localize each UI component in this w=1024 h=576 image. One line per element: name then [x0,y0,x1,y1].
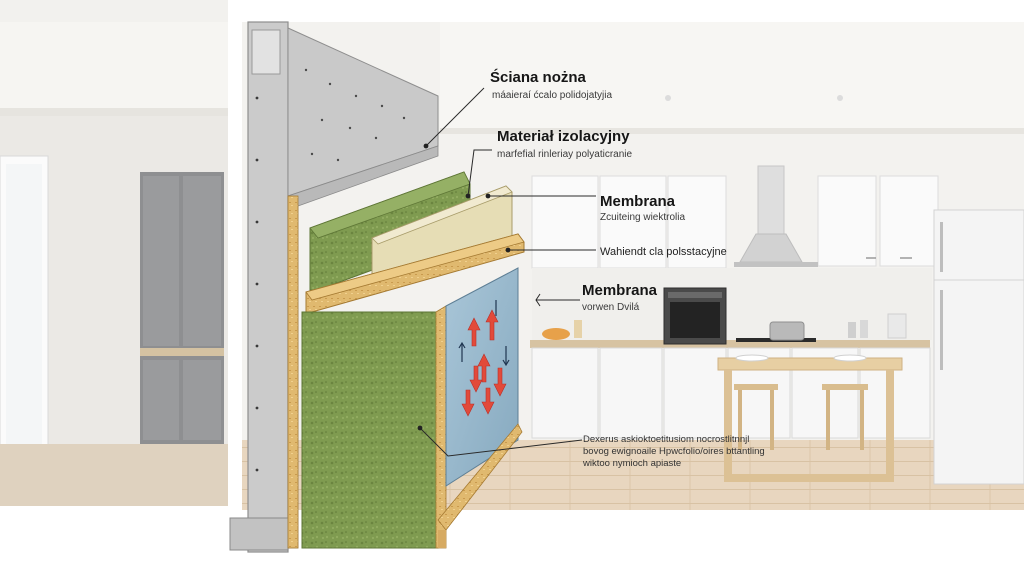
label-membrane-bottom-title: Membrana [582,282,658,299]
label-membrane-top-title: Membrana [600,193,676,210]
label-wall-title: Ściana nożna [490,69,586,86]
label-insulation-subtitle: marfefial rinleriay polyaticranie [497,149,633,160]
description-line-3: wiktoo nymioch apiaste [583,458,682,469]
description-line-2: bovog ewignoaile Hpwcfolio/oires bttantl… [583,446,765,457]
label-insulation-title: Materiał izolacyjny [497,128,630,145]
description-line-1: Dexerus askioktoetitusiom nocrostlitnnjl [583,434,750,445]
wall-cross-section [228,21,525,556]
callout-leader-lines [417,87,596,457]
label-polystyrene: Wahiendt cla polsstacyjne [600,246,727,258]
label-membrane-top-subtitle: Zcuiteing wiektrolia [600,212,686,223]
label-membrane-bottom-subtitle: vorwen Dvilá [582,302,640,313]
cold-flow-arrows [458,300,510,367]
description-block: Dexerus askioktoetitusiom nocrostlitnnjl… [583,434,765,470]
left-room-background [0,0,228,576]
heat-flow-arrows [461,309,507,417]
label-wall-subtitle: máaieraí ćcalo polidojatyjia [492,90,613,101]
